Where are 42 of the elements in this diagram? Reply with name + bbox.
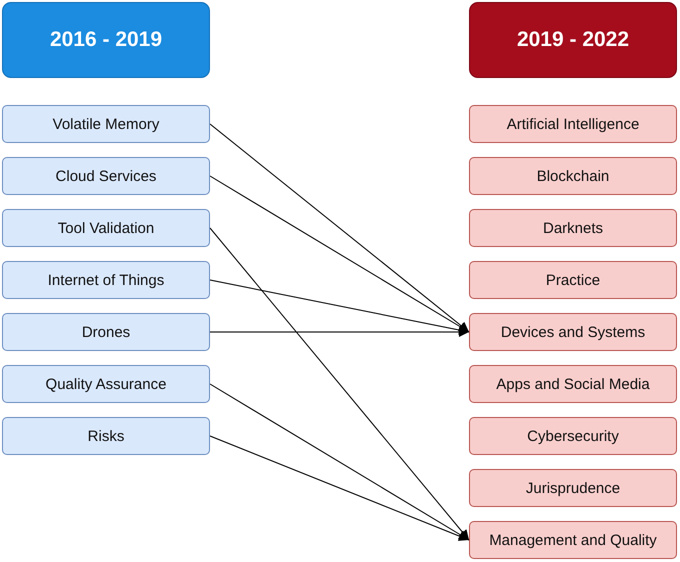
topic-box (469, 469, 677, 507)
topic-box (469, 417, 677, 455)
topic-label: Volatile Memory (52, 116, 160, 132)
topic-box (469, 209, 677, 247)
topic-box (469, 521, 677, 559)
arrow (210, 436, 470, 541)
topic-label: Internet of Things (48, 272, 164, 288)
topic-box (469, 313, 677, 351)
topic-label: Management and Quality (489, 532, 657, 548)
arrow (210, 176, 470, 332)
topic-label: Darknets (542, 220, 604, 236)
topic-label: Drones (82, 324, 130, 340)
topic-label: Jurisprudence (526, 480, 620, 496)
topic-box (2, 417, 210, 455)
arrow (210, 124, 470, 332)
topic-label: Practice (546, 272, 600, 288)
period-header (2, 2, 210, 78)
topic-label: Artificial Intelligence (506, 116, 640, 132)
topic-label: 2016 - 2019 (50, 28, 162, 52)
arrow (210, 384, 470, 540)
topic-label: Quality Assurance (46, 376, 166, 392)
topic-box (2, 261, 210, 299)
topic-label: Devices and Systems (500, 324, 646, 340)
topic-box (2, 365, 210, 403)
arrow (210, 228, 470, 540)
topic-label: Cloud Services (56, 168, 156, 184)
topic-label: Cybersecurity (527, 428, 619, 444)
topic-box (469, 261, 677, 299)
topic-box (469, 105, 677, 143)
topic-label: 2019 - 2022 (516, 28, 630, 52)
topic-label: Blockchain (536, 168, 610, 184)
period-header (469, 2, 677, 78)
arrow (210, 327, 470, 337)
topic-box (2, 209, 210, 247)
topic-label: Tool Validation (58, 220, 154, 236)
topic-box (2, 313, 210, 351)
topic-box (469, 157, 677, 195)
topic-box (469, 365, 677, 403)
topic-box (2, 157, 210, 195)
topic-label: Risks (88, 428, 124, 444)
topic-box (2, 105, 210, 143)
topic-label: Apps and Social Media (496, 376, 650, 392)
